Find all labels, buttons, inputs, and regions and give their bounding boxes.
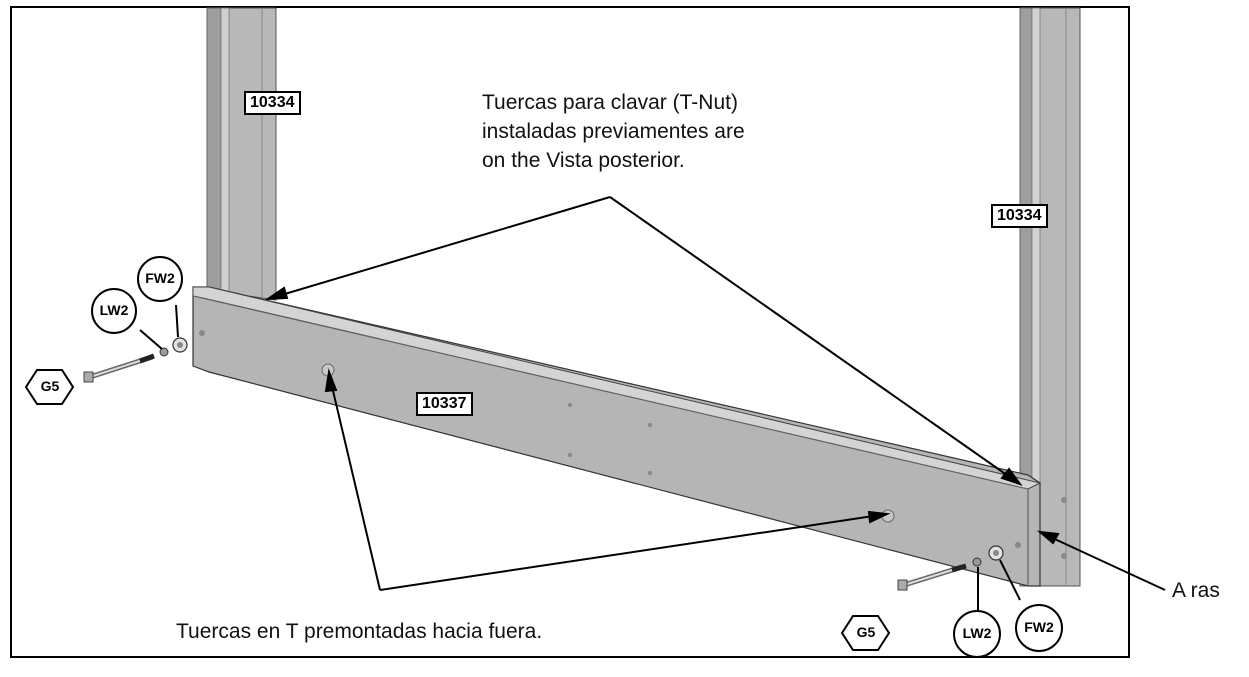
callout-tnut-line-1: Tuercas para clavar (T-Nut) xyxy=(482,91,738,114)
left-hardware xyxy=(83,337,188,383)
right-hardware xyxy=(897,545,1004,591)
right-upright xyxy=(1019,7,1081,587)
tag-lw2-right: LW2 xyxy=(962,625,992,641)
callout-premounted: Tuercas en T premontadas hacia fuera. xyxy=(176,620,543,643)
callout-flush: A ras xyxy=(1172,579,1220,602)
tag-g5-left: G5 xyxy=(40,378,60,394)
callout-tnut-line-2: instaladas previamentes are xyxy=(482,120,745,143)
left-upright xyxy=(206,7,277,301)
callout-tnut: Tuercas para clavar (T-Nut) instaladas p… xyxy=(482,88,745,175)
callout-tnut-line-3: on the Vista posterior. xyxy=(482,149,685,172)
tag-g5-right: G5 xyxy=(856,624,876,640)
tag-lw2-left: LW2 xyxy=(99,302,129,318)
tag-shapes xyxy=(24,256,1063,658)
part-label-upright-right: 10334 xyxy=(991,204,1048,228)
diagram-frame xyxy=(10,6,1130,658)
tag-fw2-right: FW2 xyxy=(1024,619,1054,635)
part-label-upright-left: 10334 xyxy=(244,91,301,115)
leader-lines xyxy=(139,196,1166,610)
tag-fw2-left: FW2 xyxy=(145,270,175,286)
part-label-crossbar: 10337 xyxy=(416,392,473,416)
crossbar xyxy=(192,286,1042,587)
